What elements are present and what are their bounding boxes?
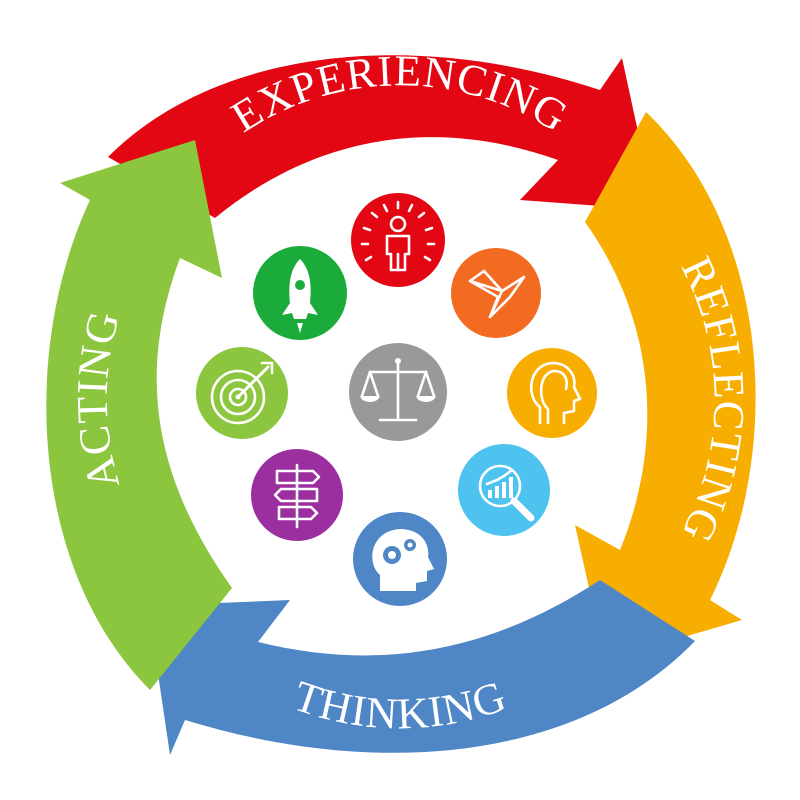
origami-bird-icon [451,248,541,338]
rocket-icon [253,246,347,340]
icon-ring [196,193,597,606]
head-profile-icon [507,348,597,438]
reflecting-arrow [575,112,756,660]
cycle-arrows [46,55,756,755]
balance-scale-icon [349,343,447,441]
acting-arrow [46,140,233,690]
head-gears-icon [353,512,447,606]
target-arrow-icon [196,347,288,439]
signpost-icon [251,449,343,541]
person-aura-icon [351,193,445,287]
thinking-arrow [148,580,695,755]
experiencing-arrow [108,55,655,218]
magnifier-chart-icon [458,444,550,536]
